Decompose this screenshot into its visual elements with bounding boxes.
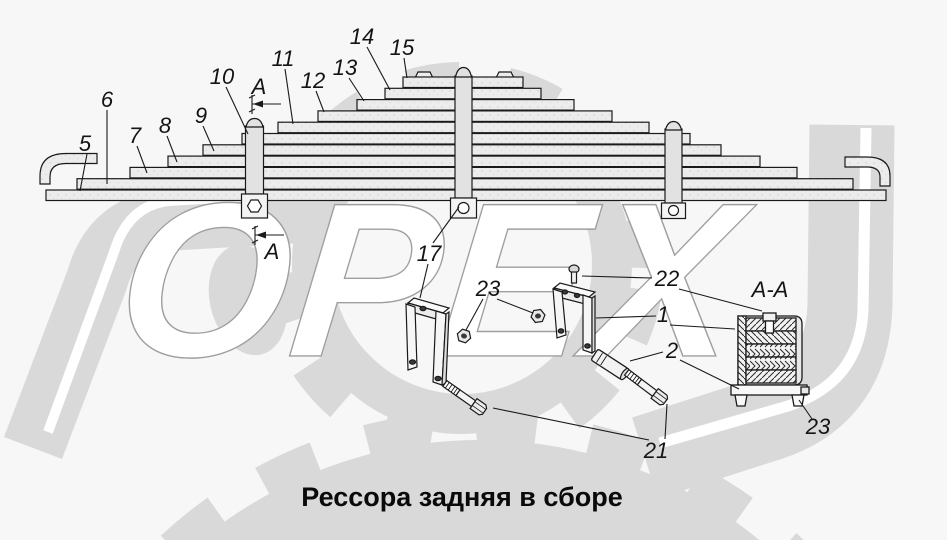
strap17-left-hole [408,359,417,365]
callout-7: 7 [129,123,142,148]
strap17-right-hole [434,375,442,382]
section-foot-left [734,394,748,407]
strap1-bar-hole-1 [561,289,569,295]
strap1-left-hole [557,328,565,334]
bolt-22-shank [570,271,578,284]
clamp-left-nut [246,199,263,213]
callout-6: 6 [101,87,114,112]
callout-22: 22 [654,266,679,291]
callout-9: 9 [195,103,207,128]
callout-labels: 5 6 7 8 9 10 11 12 13 14 15 17 22 23 1 2… [79,24,831,463]
strap17-bar-hole [419,305,427,312]
strap1-right-hole [584,343,591,349]
callout-14: 14 [350,24,374,49]
section-leaf-row-3 [745,343,797,358]
section-leaf-row-5 [745,369,797,384]
clamp-left [240,117,269,219]
clamp-center-dome [454,66,473,78]
strap1-bar-hole-2 [573,292,581,299]
clamp-right [660,120,687,220]
section-center-bolt-shank [764,320,775,334]
callout-8: 8 [159,113,172,138]
strap1-left-leg [552,288,567,339]
clamp-right-dome [664,120,683,131]
clamp-left-dome [245,117,264,128]
diagram-title: Рессора задняя в сборе [301,482,623,512]
callout-23-left: 23 [475,276,501,301]
section-mark-bottom: A [251,225,284,264]
section-center-bolt-head [762,312,777,322]
nut-23-right-hole [535,313,541,319]
leader-lines [79,46,813,441]
section-letter-bottom: A [263,239,280,264]
callout-1: 1 [657,302,669,327]
bolt-21-left [442,379,488,416]
watermark-o-hole [208,244,288,356]
watermark-gear-teeth [260,62,664,466]
section-base-plate [730,384,808,396]
callout-15: 15 [390,35,415,60]
bolt-21-left-head [469,397,488,416]
section-arrow-top [253,100,263,108]
callout-10: 10 [210,64,235,89]
section-arrow-bottom [256,231,266,239]
strap17-left-leg [405,303,418,371]
section-leaf-row-4 [745,356,797,371]
nut-23-left [456,328,472,344]
callout-2: 2 [665,338,678,363]
nut-23-left-hole [461,333,467,339]
bolt-21-right-head [650,387,669,406]
spring-clamps [240,66,687,220]
callout-12: 12 [301,68,325,93]
bolt-21-right [623,368,669,406]
section-view-label: A-A [750,277,789,302]
clamp-center-bolt-head [457,201,470,215]
watermark-gear2-teeth [156,410,804,540]
clamp-right-bolt-head [667,204,680,217]
callout-17: 17 [417,241,442,266]
section-view-aa [730,312,810,407]
clamp-strap-1 [552,264,597,355]
callout-13: 13 [333,55,358,80]
clamp-strap-17 [405,297,451,386]
watermark-left-swoosh-stripe [43,188,301,434]
section-letter-top: A [250,74,267,99]
section-marks: A A [248,74,284,264]
callout-21: 21 [643,438,668,463]
section-bolt-tip [800,386,810,395]
section-clamp-strip [737,315,747,386]
callout-23-right: 23 [805,414,831,439]
callout-5: 5 [79,131,92,156]
section-mark-top: A [248,74,281,114]
left-hook-end [39,152,98,185]
callout-11: 11 [272,46,295,71]
nut-23-right [530,308,546,324]
right-hook-end [844,156,891,187]
watermark-right-swoosh [632,124,895,499]
clamp-center [449,66,478,219]
